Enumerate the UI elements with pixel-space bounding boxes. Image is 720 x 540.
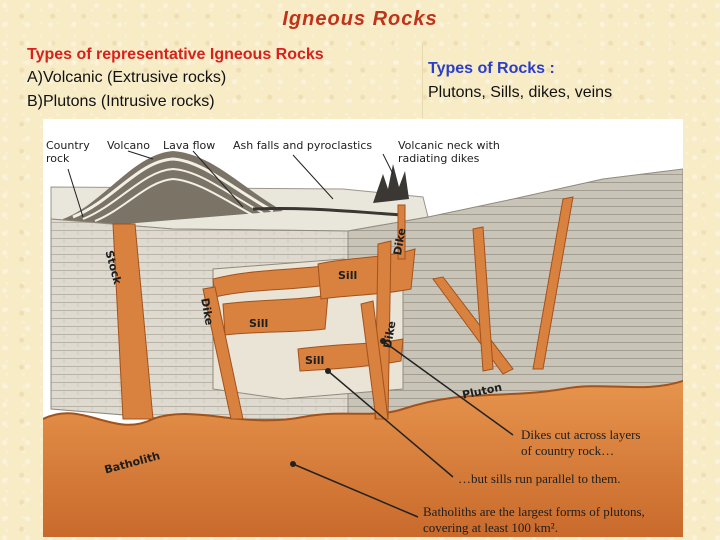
volcanic-type-line: A)Volcanic (Extrusive rocks) bbox=[27, 66, 417, 90]
rock-types-panel: Types of Rocks : Plutons, Sills, dikes, … bbox=[428, 58, 708, 106]
panel-divider bbox=[422, 44, 423, 118]
sill-label-left: Sill bbox=[249, 317, 268, 330]
igneous-rock-diagram: Country rock Volcano Lava flow Ash falls… bbox=[43, 119, 683, 537]
country-rock-label: Country rock bbox=[46, 139, 90, 165]
pluton-type-line: B)Plutons (Intrusive rocks) bbox=[27, 90, 417, 114]
volcanic-neck-label: Volcanic neck with radiating dikes bbox=[398, 139, 500, 165]
ash-falls-label: Ash falls and pyroclastics bbox=[233, 139, 372, 152]
rock-types-heading: Types of Rocks : bbox=[428, 58, 708, 80]
dikes-caption: Dikes cut across layers of country rock… bbox=[521, 427, 641, 459]
sill-label-bottom: Sill bbox=[305, 354, 324, 367]
representative-types-heading: Types of representative Igneous Rocks bbox=[27, 44, 417, 66]
sills-caption: …but sills run parallel to them. bbox=[458, 471, 620, 487]
representative-types-panel: Types of representative Igneous Rocks A)… bbox=[27, 44, 417, 114]
rock-types-list: Plutons, Sills, dikes, veins bbox=[428, 80, 708, 106]
sill-label-top: Sill bbox=[338, 269, 357, 282]
lava-flow-label: Lava flow bbox=[163, 139, 215, 152]
batholiths-caption: Batholiths are the largest forms of plut… bbox=[423, 504, 645, 536]
volcano-label: Volcano bbox=[107, 139, 150, 152]
page-title: Igneous Rocks bbox=[0, 8, 720, 31]
